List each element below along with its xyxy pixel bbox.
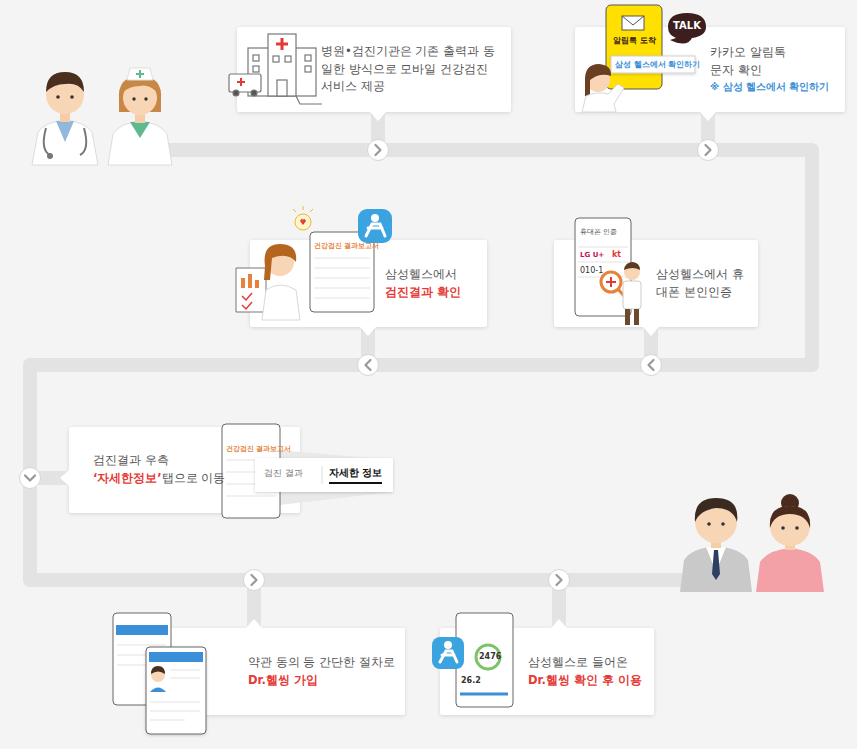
step-text: 검진결과 우측 — [93, 452, 225, 470]
box-pointer — [643, 327, 659, 336]
box-pointer — [551, 619, 567, 628]
box-pointer — [360, 327, 376, 336]
illustration-label: 건강검진 결과보고서 — [314, 243, 379, 251]
step-text: 삼성헬스에서 — [385, 266, 477, 284]
illustration-label: kt — [612, 250, 621, 260]
step-text: ※ 삼성 헬스에서 확인하기 — [710, 80, 832, 95]
box-pointer — [700, 112, 716, 121]
step-text: 카카오 알림톡 문자 확인 — [710, 44, 800, 80]
chevron-marker — [358, 355, 379, 376]
chevron-marker — [20, 468, 41, 489]
box-pointer — [370, 112, 386, 121]
illustration-label: TALK — [673, 20, 701, 32]
track-extension — [168, 150, 682, 580]
step-text: 검진결과 확인 — [385, 284, 477, 302]
hospital-building — [229, 34, 322, 104]
text-group: 삼성헬스로 들어온Dr.헬씽 확인 후 이용 — [528, 654, 644, 690]
phone-tab — [222, 424, 393, 518]
flow-track — [651, 112, 812, 365]
chevron-marker — [549, 570, 570, 591]
step-text: ‘자세한정보’ — [93, 470, 162, 488]
chevron-marker — [698, 140, 719, 161]
text-group: 약관 동의 등 간단한 절차로Dr.헬씽 가입 — [248, 654, 395, 690]
user-woman — [756, 494, 824, 592]
chevron-markers — [20, 140, 719, 591]
illustration-label: 검진 결과 — [264, 468, 303, 479]
step-text: 병원•검진기관은 기존 출력과 동일한 방식으로 모바일 건강검진 서비스 제공 — [321, 43, 501, 96]
chevron-marker — [641, 355, 662, 376]
box-pointer — [246, 619, 262, 628]
illustration-label: 2476 — [479, 652, 501, 662]
illustration-label: 010-1 — [580, 266, 603, 276]
step-box: 약관 동의 등 간단한 절차로Dr.헬씽 가입 — [160, 628, 405, 715]
illustration-label: 알림톡 도착 — [613, 36, 656, 46]
step-text: Dr.헬씽 가입 — [248, 672, 395, 690]
step-text: 약관 동의 등 간단한 절차로 — [248, 654, 395, 672]
step-box: 삼성헬스로 들어온Dr.헬씽 확인 후 이용 — [440, 628, 654, 715]
flow-track — [378, 112, 708, 150]
box-pointer — [60, 470, 69, 486]
text-group: 검진결과 우측‘자세한정보’탭으로 이동 — [93, 452, 225, 488]
user-man — [680, 498, 752, 592]
text-group: 삼성헬스에서검진결과 확인 — [385, 266, 477, 302]
text-group: 카카오 알림톡 문자 확인※ 삼성 헬스에서 확인하기 — [710, 44, 832, 94]
chevron-marker — [368, 140, 389, 161]
illustration-label: 26.2 — [461, 676, 481, 686]
nurse-figure — [108, 68, 172, 165]
illustration-label: 건강검진 결과보고서 — [226, 446, 291, 454]
chevron-marker — [244, 570, 265, 591]
phone-authentication — [575, 218, 641, 325]
text-group: 삼성헬스에서 휴대폰 본인인증 — [656, 266, 748, 302]
step-text: 탭으로 이동 — [162, 470, 226, 488]
step-box: 삼성헬스에서검진결과 확인 — [250, 240, 487, 327]
illustration-label: LG U+ — [580, 251, 604, 259]
illustration-label: 자세한 정보 — [329, 467, 382, 484]
text-group: 병원•검진기관은 기존 출력과 동일한 방식으로 모바일 건강검진 서비스 제공 — [321, 43, 501, 96]
step-text: Dr.헬씽 확인 후 이용 — [528, 672, 644, 690]
phone-signup — [113, 613, 206, 734]
step-text: 삼성헬스에서 휴대폰 본인인증 — [656, 266, 748, 302]
illustration-label: 휴대폰 인증 — [580, 228, 617, 236]
step-box: 병원•검진기관은 기존 출력과 동일한 방식으로 모바일 건강검진 서비스 제공 — [237, 27, 511, 112]
flow-track — [368, 327, 651, 365]
phone-result — [236, 206, 392, 320]
doctor-figure — [32, 72, 98, 165]
step-text: 삼성헬스로 들어온 — [528, 654, 644, 672]
phone-health — [432, 613, 513, 707]
phone-notification — [582, 5, 706, 112]
illustration-label: 삼성 헬스에서 확인하기 — [615, 60, 700, 69]
